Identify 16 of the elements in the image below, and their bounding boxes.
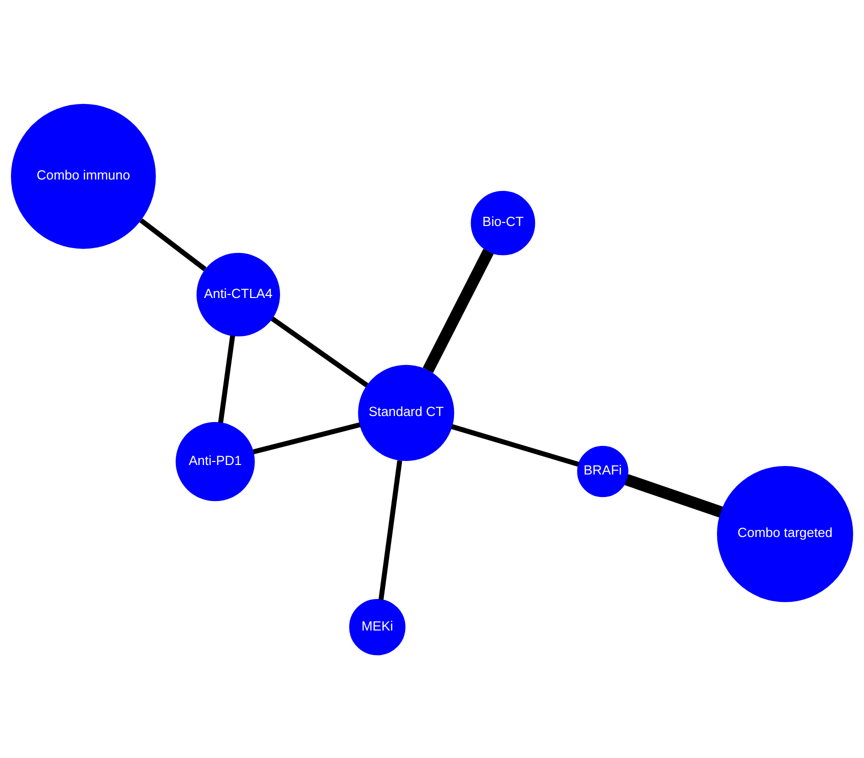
connector [218, 334, 236, 423]
node-circle: Bio-CT [470, 190, 536, 255]
connector [378, 460, 402, 600]
connector [139, 218, 207, 271]
connector [624, 474, 723, 518]
node-circle: Combo immuno [10, 103, 156, 248]
connector [422, 248, 494, 372]
node-circle: Anti-CTLA4 [196, 252, 280, 336]
connector [451, 424, 580, 466]
node-circle: MEKi [349, 598, 406, 655]
node-circle: Standard CT [358, 364, 454, 461]
node-circle: Combo targeted [716, 465, 854, 602]
node-circle: BRAFi [577, 445, 628, 497]
connector [270, 316, 368, 387]
node-circle: Anti-PD1 [176, 422, 255, 501]
connector [252, 422, 361, 454]
